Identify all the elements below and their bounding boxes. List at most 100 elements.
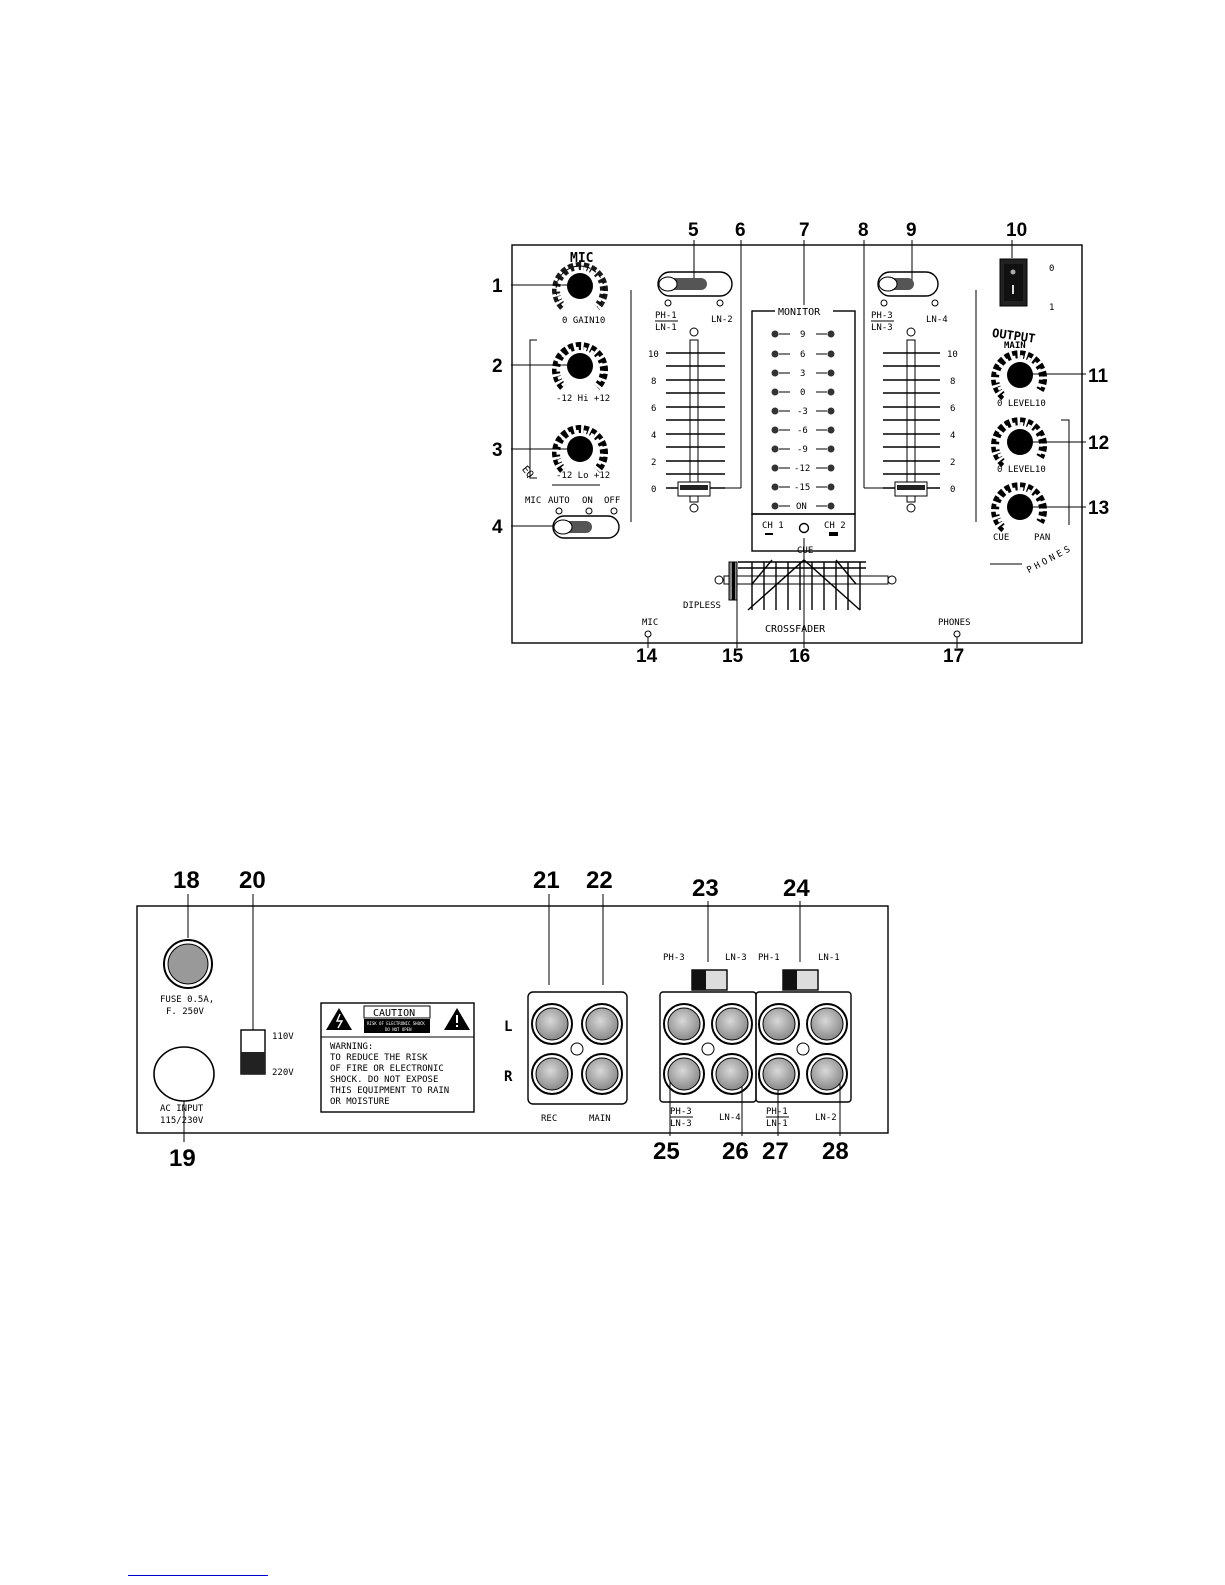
monitor-leds xyxy=(771,330,835,510)
callout-8: 8 xyxy=(858,220,869,241)
phones-jack[interactable] xyxy=(953,630,961,638)
caution-sub1: RISK OF ELECTRONIC SHOCK xyxy=(367,1021,425,1026)
ch1-sel-c: LN-2 xyxy=(711,315,733,325)
voltage-selector[interactable] xyxy=(240,1029,266,1075)
caution-line-3: SHOCK. DO NOT EXPOSE xyxy=(330,1075,438,1085)
callout-25: 25 xyxy=(653,1138,680,1165)
main-l-jack[interactable] xyxy=(585,1007,619,1041)
ch2-scale-0: 0 xyxy=(950,485,955,495)
cue-button[interactable] xyxy=(798,522,810,534)
callout-23: 23 xyxy=(692,875,719,902)
pan-label: PAN xyxy=(1034,533,1050,543)
ln4-r-jack[interactable] xyxy=(715,1057,749,1091)
ch1-input-selector[interactable] xyxy=(657,271,733,297)
caution-line-4: THIS EQUIPMENT TO RAIN xyxy=(330,1086,449,1096)
mic-mode-switch[interactable] xyxy=(552,515,620,539)
footer-rule xyxy=(128,1575,268,1576)
sw23-left-label: PH-3 xyxy=(663,953,685,963)
ch3-phono-line-switch[interactable] xyxy=(691,969,728,991)
ch1-fader-ticks xyxy=(666,352,725,489)
monitor-level-9: 9 xyxy=(800,330,805,340)
ph3-ln3-l-jack[interactable] xyxy=(667,1007,701,1041)
rear-panel-outline xyxy=(136,905,889,1134)
rear-panel: 18 20 21 22 23 24 19 25 26 27 28 FUSE 0.… xyxy=(136,867,889,1172)
crossfader-ticks xyxy=(751,562,861,610)
monitor-level-6: 6 xyxy=(800,350,805,360)
caution-line-1: TO REDUCE THE RISK xyxy=(330,1053,428,1063)
mic-mode-auto: AUTO xyxy=(548,496,570,506)
callout-3: 3 xyxy=(492,440,503,461)
main-r-jack[interactable] xyxy=(585,1057,619,1091)
rec-r-jack[interactable] xyxy=(535,1057,569,1091)
ac-line1: AC INPUT xyxy=(160,1104,204,1114)
phones-bracket xyxy=(1061,419,1070,525)
phones-title: PHONES xyxy=(1026,543,1075,576)
ph1-ln1-r-jack[interactable] xyxy=(762,1057,796,1091)
ch2-sel-b: LN-3 xyxy=(871,323,893,333)
rec-l-jack[interactable] xyxy=(535,1007,569,1041)
main-level-label: 0 LEVEL10 xyxy=(997,399,1046,409)
lightning-warning-icon xyxy=(326,1008,352,1030)
ph3-ln3-r-jack[interactable] xyxy=(667,1057,701,1091)
fuse-line1: FUSE 0.5A, xyxy=(160,995,214,1005)
phones-jack-label: PHONES xyxy=(938,618,971,628)
eq-lo-knob[interactable] xyxy=(552,425,608,473)
ch1-scale-8: 8 xyxy=(651,377,656,387)
callout-17: 17 xyxy=(943,646,964,667)
caution-title: CAUTION xyxy=(373,1008,415,1019)
callout-14: 14 xyxy=(636,646,658,667)
ch2-input-selector[interactable] xyxy=(877,271,939,297)
main-title: MAIN xyxy=(1004,341,1026,351)
callout-4: 4 xyxy=(492,517,503,538)
ch2-sel-a: PH-3 xyxy=(871,311,893,321)
mic-mode-off: OFF xyxy=(604,496,620,506)
fuse-holder[interactable] xyxy=(163,939,213,989)
ch2-scale-10: 10 xyxy=(947,350,958,360)
ch1-fader[interactable] xyxy=(666,327,725,513)
in34-b: LN-3 xyxy=(670,1119,692,1129)
main-label: MAIN xyxy=(589,1114,611,1124)
in34-a: PH-3 xyxy=(670,1107,692,1117)
rec-main-jack-block xyxy=(527,991,628,1105)
crossfader[interactable] xyxy=(714,559,897,611)
power-switch[interactable] xyxy=(999,258,1028,307)
ch2-fader[interactable] xyxy=(883,327,940,513)
ch2-scale-2: 2 xyxy=(950,458,955,468)
ln2-l-jack[interactable] xyxy=(810,1007,844,1041)
monitor-level-m9: -9 xyxy=(797,445,808,455)
caution-line-0: WARNING: xyxy=(330,1042,373,1052)
front-panel: 1 2 3 4 5 6 7 8 9 10 11 12 13 14 15 16 1… xyxy=(492,220,1109,667)
r-label: R xyxy=(504,1069,513,1085)
callout-21: 21 xyxy=(533,867,560,894)
cue-label: CUE xyxy=(797,546,813,556)
voltage-220: 220V xyxy=(272,1068,294,1078)
main-level-knob[interactable] xyxy=(991,350,1048,401)
caution-line-5: OR MOISTURE xyxy=(330,1097,390,1107)
mic-jack[interactable] xyxy=(644,630,652,638)
sw24-left-label: PH-1 xyxy=(758,953,780,963)
voltage-110: 110V xyxy=(272,1032,294,1042)
mic-title: MIC xyxy=(570,251,593,266)
phones-level-knob[interactable] xyxy=(991,417,1048,468)
callout-19: 19 xyxy=(169,1145,196,1172)
rec-label: REC xyxy=(541,1114,557,1124)
ch2-fader-ticks xyxy=(883,352,940,489)
crossfader-label: CROSSFADER xyxy=(765,624,826,635)
ch1-phono-line-switch[interactable] xyxy=(782,969,819,991)
caution-sub2: DO NOT OPEN xyxy=(385,1027,412,1032)
eq-hi-knob[interactable] xyxy=(552,342,608,390)
cue-pan-knob[interactable] xyxy=(991,482,1048,533)
gain-knob[interactable] xyxy=(552,262,608,310)
ln2-r-jack[interactable] xyxy=(810,1057,844,1091)
ln4-l-jack[interactable] xyxy=(715,1007,749,1041)
callout-6: 6 xyxy=(735,220,746,241)
power-off-label: 0 xyxy=(1049,264,1054,274)
callout-15: 15 xyxy=(722,646,744,667)
sw23-right-label: LN-3 xyxy=(725,953,747,963)
ch1-sel-a: PH-1 xyxy=(655,311,677,321)
callout-10: 10 xyxy=(1006,220,1027,241)
ch2-sel-c: LN-4 xyxy=(926,315,948,325)
ac-input-socket[interactable] xyxy=(153,1046,215,1102)
ph1-ln1-l-jack[interactable] xyxy=(762,1007,796,1041)
